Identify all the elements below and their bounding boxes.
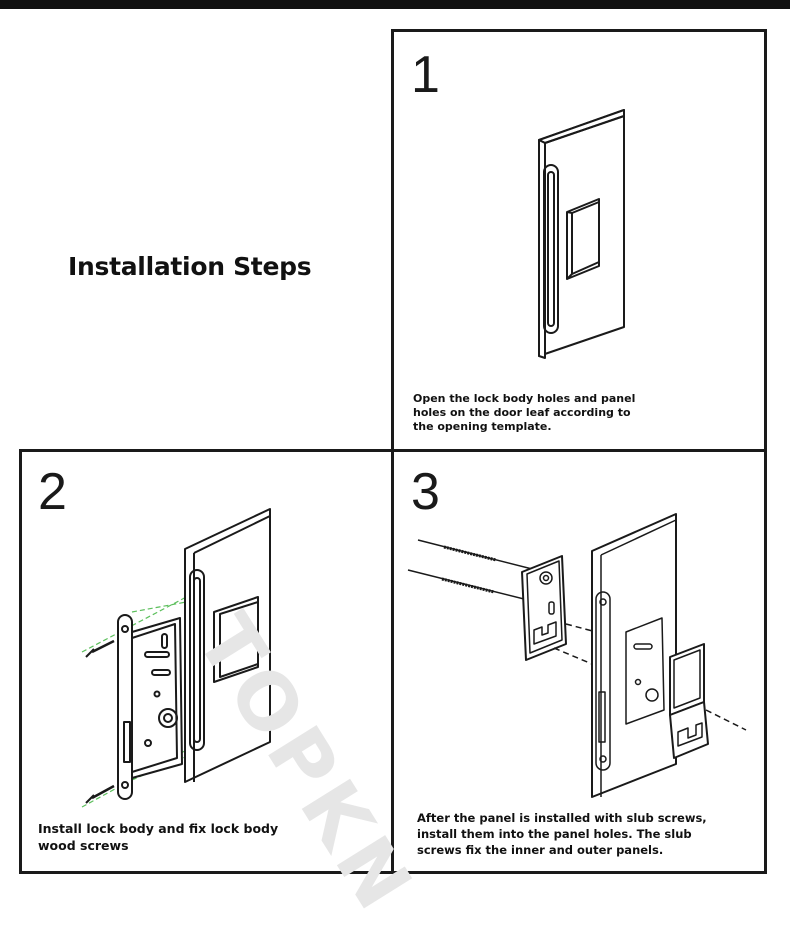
step-1-caption: Open the lock body holes and panel holes… <box>413 392 635 434</box>
step-3-panel: 3 <box>391 449 767 874</box>
step-3-caption: After the panel is installed with slub s… <box>417 810 707 858</box>
step-3-caption-line: install them into the panel holes. The s… <box>417 827 692 841</box>
step-1-number: 1 <box>411 46 440 104</box>
step-2-caption: Install lock body and fix lock body wood… <box>38 820 278 854</box>
lock-body-install-illustration <box>81 508 271 808</box>
step-1-caption-line: holes on the door leaf according to <box>413 406 631 419</box>
step-2-number: 2 <box>38 463 67 521</box>
step-2-caption-line: wood screws <box>38 838 129 853</box>
top-bar <box>0 0 790 9</box>
door-leaf-illustration <box>538 109 625 359</box>
step-3-caption-line: After the panel is installed with slub s… <box>417 811 707 825</box>
step-2-panel: 2 <box>19 449 396 874</box>
step-1-caption-line: the opening template. <box>413 420 552 433</box>
page-title: Installation Steps <box>68 252 312 281</box>
step-3-caption-line: screws fix the inner and outer panels. <box>417 843 664 857</box>
step-3-number: 3 <box>411 463 440 521</box>
step-1-panel: 1 Open the lock body holes and panel hol… <box>391 29 767 454</box>
panel-install-illustration <box>407 513 747 798</box>
step-1-caption-line: Open the lock body holes and panel <box>413 392 636 405</box>
step-2-caption-line: Install lock body and fix lock body <box>38 821 279 836</box>
